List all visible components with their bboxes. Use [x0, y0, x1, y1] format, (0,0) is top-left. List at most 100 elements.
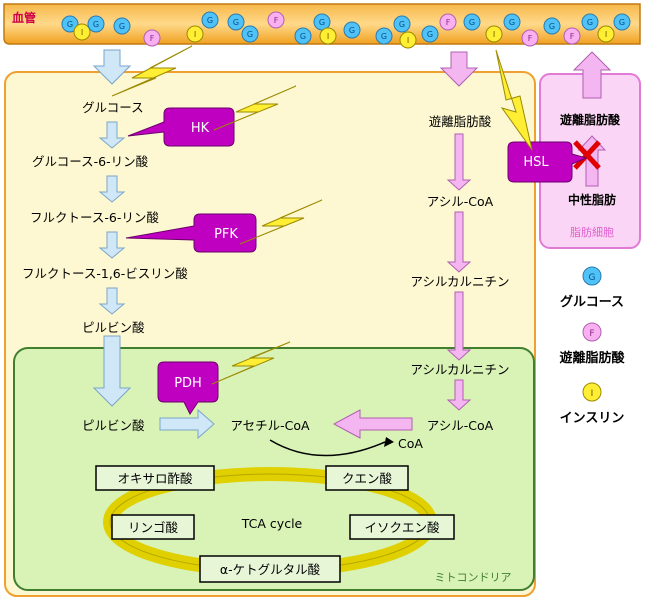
insulin-particle	[73, 23, 91, 41]
inhibition-x-icon	[573, 140, 601, 170]
adipocyte-release-arrow	[572, 51, 612, 99]
legend-fatty-acid-symbol: F	[589, 329, 594, 339]
glycolysis-step-1: グルコース	[82, 100, 144, 115]
mito-coa: CoA	[398, 436, 423, 451]
glucose-particle-symbol: G	[319, 18, 325, 27]
glucose-particle	[543, 17, 561, 35]
glucose-particle	[61, 15, 79, 33]
fatty-acid-particle	[267, 11, 285, 29]
glucose-particle-symbol: G	[207, 16, 213, 25]
fatty-acid-particle	[521, 29, 539, 47]
glycolysis-step-2: グルコース-6-リン酸	[32, 154, 149, 169]
enzyme-hk: HK	[127, 107, 235, 147]
coa-release-curve	[269, 439, 386, 457]
legend: G グルコース F 遊離脂肪酸 I インスリン	[559, 266, 625, 426]
adipocyte-ffa: 遊離脂肪酸	[560, 112, 621, 127]
fatty-acid-particle-symbol: F	[446, 18, 451, 27]
glucose-particle-symbol: G	[349, 26, 355, 35]
fatty-acid-particle	[439, 13, 457, 31]
glucose-particle-symbol: G	[549, 22, 555, 31]
legend-fatty-acid-label: 遊離脂肪酸	[559, 350, 625, 366]
fatty-acid-particle	[143, 29, 161, 47]
glucose-particle	[87, 15, 105, 33]
blood-vessel-label: 血管	[12, 10, 36, 25]
lightning-icon-hk	[213, 85, 297, 131]
coa-arrowhead	[384, 437, 394, 447]
glucose-particle-symbol: G	[67, 20, 73, 29]
tca-box-citrate: クエン酸	[325, 465, 409, 491]
insulin-particle	[186, 25, 204, 43]
insulin-particle	[399, 31, 417, 49]
adipocyte-tg: 中性脂肪	[568, 192, 616, 207]
enzyme-hsl-label: HSL	[523, 155, 549, 170]
tca-box-citrate-label: クエン酸	[342, 471, 393, 486]
glycolysis-step-3: フルクトース-6-リン酸	[30, 210, 159, 225]
legend-insulin-icon	[582, 382, 602, 402]
fatty-acid-step-2: アシル-CoA	[427, 194, 494, 209]
glucose-particle	[241, 25, 259, 43]
glucose-particle	[613, 13, 631, 31]
enzyme-pdh: PDH	[157, 361, 219, 415]
glucose-particle	[393, 15, 411, 33]
insulin-particle	[319, 27, 337, 45]
glucose-particle-symbol: G	[247, 30, 253, 39]
glucose-particle	[421, 25, 439, 43]
glucose-particle-symbol: G	[469, 18, 475, 27]
glycolysis-arrows	[92, 49, 215, 440]
glucose-particle-symbol: G	[233, 18, 239, 27]
legend-glucose-label: グルコース	[560, 294, 624, 310]
glucose-particle-symbol: G	[300, 32, 306, 41]
insulin-particle	[485, 25, 503, 43]
lightning-icons	[111, 45, 533, 385]
glucose-particle-symbol: G	[119, 22, 125, 31]
fatty-acid-particle-symbol: F	[150, 34, 155, 43]
insulin-particle-symbol: I	[81, 28, 83, 37]
mito-acyl-coa: アシル-CoA	[427, 418, 494, 433]
glucose-particle	[581, 13, 599, 31]
glucose-particle-symbol: G	[587, 18, 593, 27]
mitochondria-label: ミトコンドリア	[435, 571, 512, 584]
glucose-particle-symbol: G	[509, 18, 515, 27]
glucose-particle	[113, 17, 131, 35]
legend-glucose-icon	[582, 266, 602, 286]
mito-acetyl-coa: アセチル-CoA	[230, 418, 310, 433]
lightning-icon-pfk	[239, 199, 323, 245]
glycolysis-step-5: ピルビン酸	[82, 320, 145, 335]
glucose-particle	[201, 11, 219, 29]
glucose-particle-symbol: G	[93, 20, 99, 29]
mito-pyruvate: ピルビン酸	[82, 418, 145, 433]
lightning-icon-pdh	[211, 341, 291, 385]
tca-box-alpha-kg-label: α-ケトグルタル酸	[220, 562, 321, 577]
insulin-particle-symbol: I	[327, 32, 329, 41]
legend-fatty-acid-icon	[582, 322, 602, 342]
tca-box-alpha-kg: α-ケトグルタル酸	[199, 555, 341, 583]
legend-insulin-symbol: I	[591, 389, 594, 399]
glucose-particle	[294, 27, 312, 45]
fatty-acid-particle-symbol: F	[528, 34, 533, 43]
fatty-acid-step-3: アシルカルニチン	[410, 274, 509, 289]
fatty-acid-particle-symbol: F	[274, 16, 279, 25]
enzyme-pfk: PFK	[125, 213, 257, 253]
adipocyte-label: 脂肪細胞	[570, 225, 614, 239]
insulin-particle-symbol: I	[493, 30, 495, 39]
insulin-particle-symbol: I	[407, 36, 409, 45]
glucose-particle-symbol: G	[381, 32, 387, 41]
enzyme-pfk-label: PFK	[214, 227, 238, 242]
insulin-particle-symbol: I	[605, 30, 607, 39]
glucose-particle-symbol: G	[619, 18, 625, 27]
glucose-particle	[227, 13, 245, 31]
glucose-particle	[503, 13, 521, 31]
legend-glucose-symbol: G	[589, 273, 596, 283]
mito-acylcarnitine: アシルカルニチン	[410, 362, 509, 377]
lightning-icon-hsl	[495, 49, 533, 151]
tca-box-malate: リンゴ酸	[111, 514, 195, 540]
insulin-particle-symbol: I	[194, 30, 196, 39]
glucose-particle-symbol: G	[399, 20, 405, 29]
glucose-particle-symbol: G	[427, 30, 433, 39]
enzyme-hsl: HSL	[507, 141, 588, 183]
enzyme-pdh-label: PDH	[174, 376, 202, 391]
tca-box-oxaloacetate-label: オキサロ酢酸	[117, 471, 193, 486]
glucose-particle	[463, 13, 481, 31]
